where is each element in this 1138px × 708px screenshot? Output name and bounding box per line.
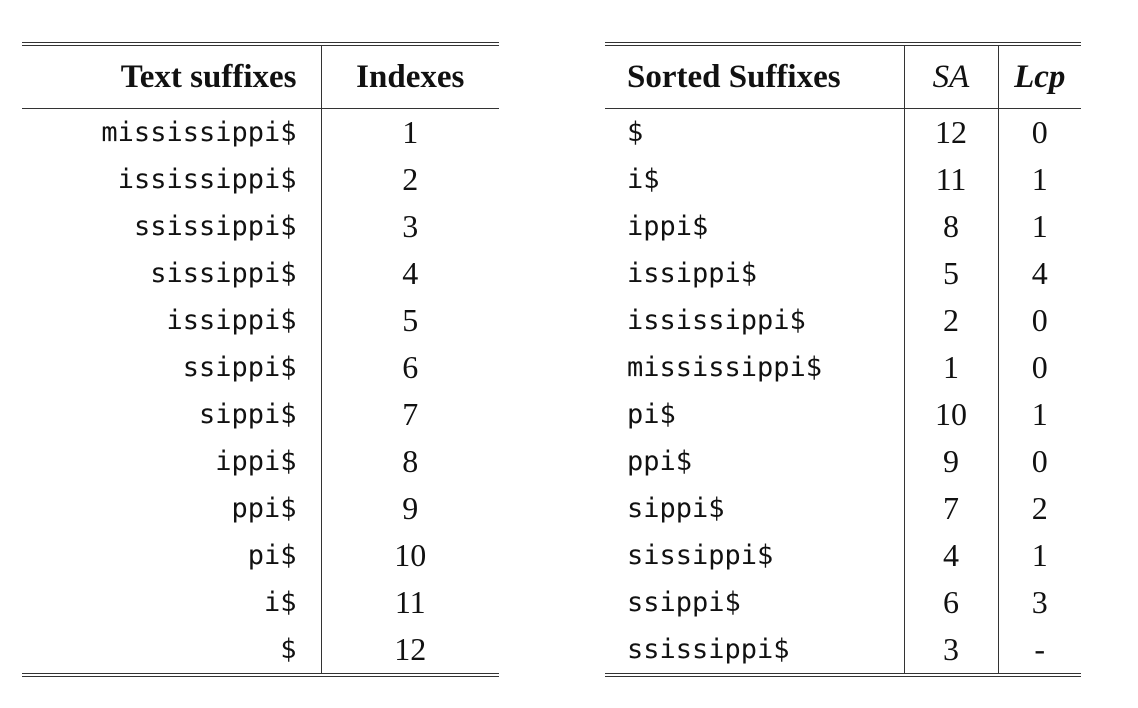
- sorted-suffix-cell: ppi$: [605, 438, 905, 485]
- index-cell: 3: [402, 208, 419, 244]
- suffix-cell: ppi$: [22, 485, 322, 532]
- suffix-cell: sissippi$: [22, 250, 322, 297]
- table-row: ippi$ 8: [22, 438, 499, 485]
- sorted-suffix-cell: ippi$: [605, 203, 905, 250]
- sorted-suffix-cell: mississippi$: [605, 344, 905, 391]
- text-suffixes-body: mississippi$ 1 ississippi$ 2 ssissippi$ 3 siss…: [22, 108, 499, 675]
- lcp-cell: 1: [1031, 537, 1048, 573]
- sa-cell: 6: [904, 579, 999, 626]
- sa-cell: 12: [904, 108, 999, 156]
- table-row: $12: [22, 626, 499, 675]
- text-suffixes-table: Text suffixes Indexes mississippi$ 1 issis…: [22, 42, 499, 677]
- table-row: sippi$ 7: [22, 391, 499, 438]
- table-row: ssissippi$3-: [605, 626, 1081, 675]
- table-row: pi$10 1: [605, 391, 1081, 438]
- index-cell: 4: [402, 255, 419, 291]
- sa-cell: 4: [904, 532, 999, 579]
- sa-cell: 7: [904, 485, 999, 532]
- sorted-suffix-cell: sissippi$: [605, 532, 905, 579]
- suffix-cell: i$: [22, 579, 322, 626]
- sa-cell: 2: [904, 297, 999, 344]
- sorted-suffix-cell: ississippi$: [605, 297, 905, 344]
- sa-cell: 11: [904, 156, 999, 203]
- lcp-cell: 4: [1031, 255, 1048, 291]
- index-cell: 12: [394, 631, 427, 667]
- lcp-cell: 2: [1031, 490, 1048, 526]
- lcp-cell: 0: [1031, 114, 1048, 150]
- suffix-cell: ississippi$: [22, 156, 322, 203]
- header-row: Sorted Suffixes SA Lcp: [605, 44, 1081, 109]
- header-row: Text suffixes Indexes: [22, 44, 499, 109]
- suffix-cell: mississippi$: [22, 108, 322, 156]
- index-cell: 5: [402, 302, 419, 338]
- lcp-cell: 3: [1031, 584, 1048, 620]
- header-text-suffixes: Text suffixes: [22, 44, 322, 109]
- table-row: ississippi$ 2: [22, 156, 499, 203]
- sa-cell: 1: [904, 344, 999, 391]
- lcp-cell: 0: [1031, 443, 1048, 479]
- index-cell: 7: [402, 396, 419, 432]
- suffix-cell: ssippi$: [22, 344, 322, 391]
- sa-cell: 10: [904, 391, 999, 438]
- table-row: sissippi$ 4: [22, 250, 499, 297]
- sorted-suffix-cell: issippi$: [605, 250, 905, 297]
- table-row: ssippi$ 6: [22, 344, 499, 391]
- index-cell: 11: [394, 584, 426, 620]
- table-row: i$ 11: [22, 579, 499, 626]
- sorted-suffix-cell: i$: [605, 156, 905, 203]
- sorted-suffix-cell: $: [605, 108, 905, 156]
- index-cell: 6: [402, 349, 419, 385]
- table-row: $12 0: [605, 108, 1081, 156]
- sa-cell: 9: [904, 438, 999, 485]
- suffix-cell: pi$: [22, 532, 322, 579]
- sa-cell: 8: [904, 203, 999, 250]
- sorted-suffix-cell: sippi$: [605, 485, 905, 532]
- header-sa: SA: [904, 44, 999, 109]
- table-row: issippi$ 5: [22, 297, 499, 344]
- table-row: pi$ 10: [22, 532, 499, 579]
- table-row: ssissippi$ 3: [22, 203, 499, 250]
- suffix-cell: ssissippi$: [22, 203, 322, 250]
- header-sorted-suffixes: Sorted Suffixes: [605, 44, 905, 109]
- lcp-cell: 1: [1031, 396, 1048, 432]
- lcp-cell: 1: [1031, 161, 1048, 197]
- suffix-cell: issippi$: [22, 297, 322, 344]
- suffix-cell: $: [22, 626, 322, 675]
- sa-cell: 3: [904, 626, 999, 675]
- index-cell: 8: [402, 443, 419, 479]
- table-row: mississippi$ 1: [22, 108, 499, 156]
- header-lcp: Lcp: [998, 44, 1081, 109]
- index-cell: 9: [402, 490, 419, 526]
- lcp-cell: 0: [1031, 349, 1048, 385]
- lcp-cell: 0: [1031, 302, 1048, 338]
- sorted-suffix-cell: pi$: [605, 391, 905, 438]
- suffix-cell: sippi$: [22, 391, 322, 438]
- sorted-suffix-cell: ssissippi$: [605, 626, 905, 675]
- table-row: ppi$ 9: [22, 485, 499, 532]
- sorted-suffix-cell: ssippi$: [605, 579, 905, 626]
- lcp-cell: -: [1034, 631, 1046, 667]
- index-cell: 1: [402, 114, 419, 150]
- index-cell: 2: [402, 161, 419, 197]
- sa-cell: 5: [904, 250, 999, 297]
- lcp-cell: 1: [1031, 208, 1048, 244]
- header-indexes: Indexes: [321, 44, 499, 109]
- index-cell: 10: [394, 537, 427, 573]
- suffix-cell: ippi$: [22, 438, 322, 485]
